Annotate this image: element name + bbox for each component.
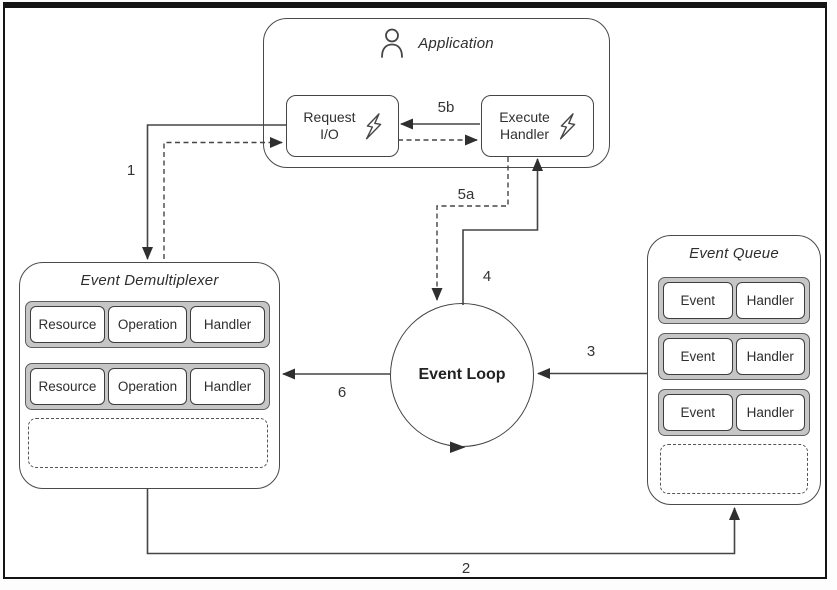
queue-cell-event: Event [663,282,733,319]
execute-handler-line1: Execute [499,108,550,125]
queue-cell-handler: Handler [735,338,805,375]
execute-handler-label: Execute Handler [499,109,550,143]
request-io-line1: Request [303,108,356,125]
queue-row: Event Handler [658,333,810,380]
lightning-icon [365,112,381,139]
demux-cell-operation: Operation [107,368,188,405]
user-icon [381,28,404,58]
demux-cell-handler: Handler [190,306,265,343]
demux-cell-handler: Handler [190,368,265,405]
request-io-line2: I/O [320,126,339,142]
event-demultiplexer-box: Event Demultiplexer Resource Operation H… [19,262,280,489]
event-loop-circle: Event Loop [390,303,534,447]
queue-row: Event Handler [658,389,810,436]
execute-handler-box: Execute Handler [481,95,594,157]
queue-cell-handler: Handler [735,394,805,431]
queue-cell-handler: Handler [735,282,805,319]
demux-row: Resource Operation Handler [25,301,270,348]
demux-cell-resource: Resource [30,306,105,343]
lightning-icon [559,112,576,139]
demux-empty-slot [28,418,268,468]
event-demultiplexer-title: Event Demultiplexer [80,272,219,289]
application-box: Application Request I/O Execute Handler [263,18,610,168]
application-title: Application [418,34,494,52]
demux-row: Resource Operation Handler [25,363,270,410]
application-header: Application [264,28,609,58]
request-io-label: Request I/O [303,109,355,143]
event-queue-box: Event Queue Event Handler Event Handler … [647,235,821,505]
event-queue-title: Event Queue [689,245,779,262]
event-loop-label: Event Loop [418,366,506,383]
demux-cell-operation: Operation [107,306,188,343]
request-io-box: Request I/O [286,95,399,157]
demux-cell-resource: Resource [30,368,105,405]
queue-cell-event: Event [663,338,733,375]
queue-cell-event: Event [663,394,733,431]
queue-empty-slot [660,444,808,494]
queue-row: Event Handler [658,277,810,324]
execute-handler-line2: Handler [499,126,550,142]
